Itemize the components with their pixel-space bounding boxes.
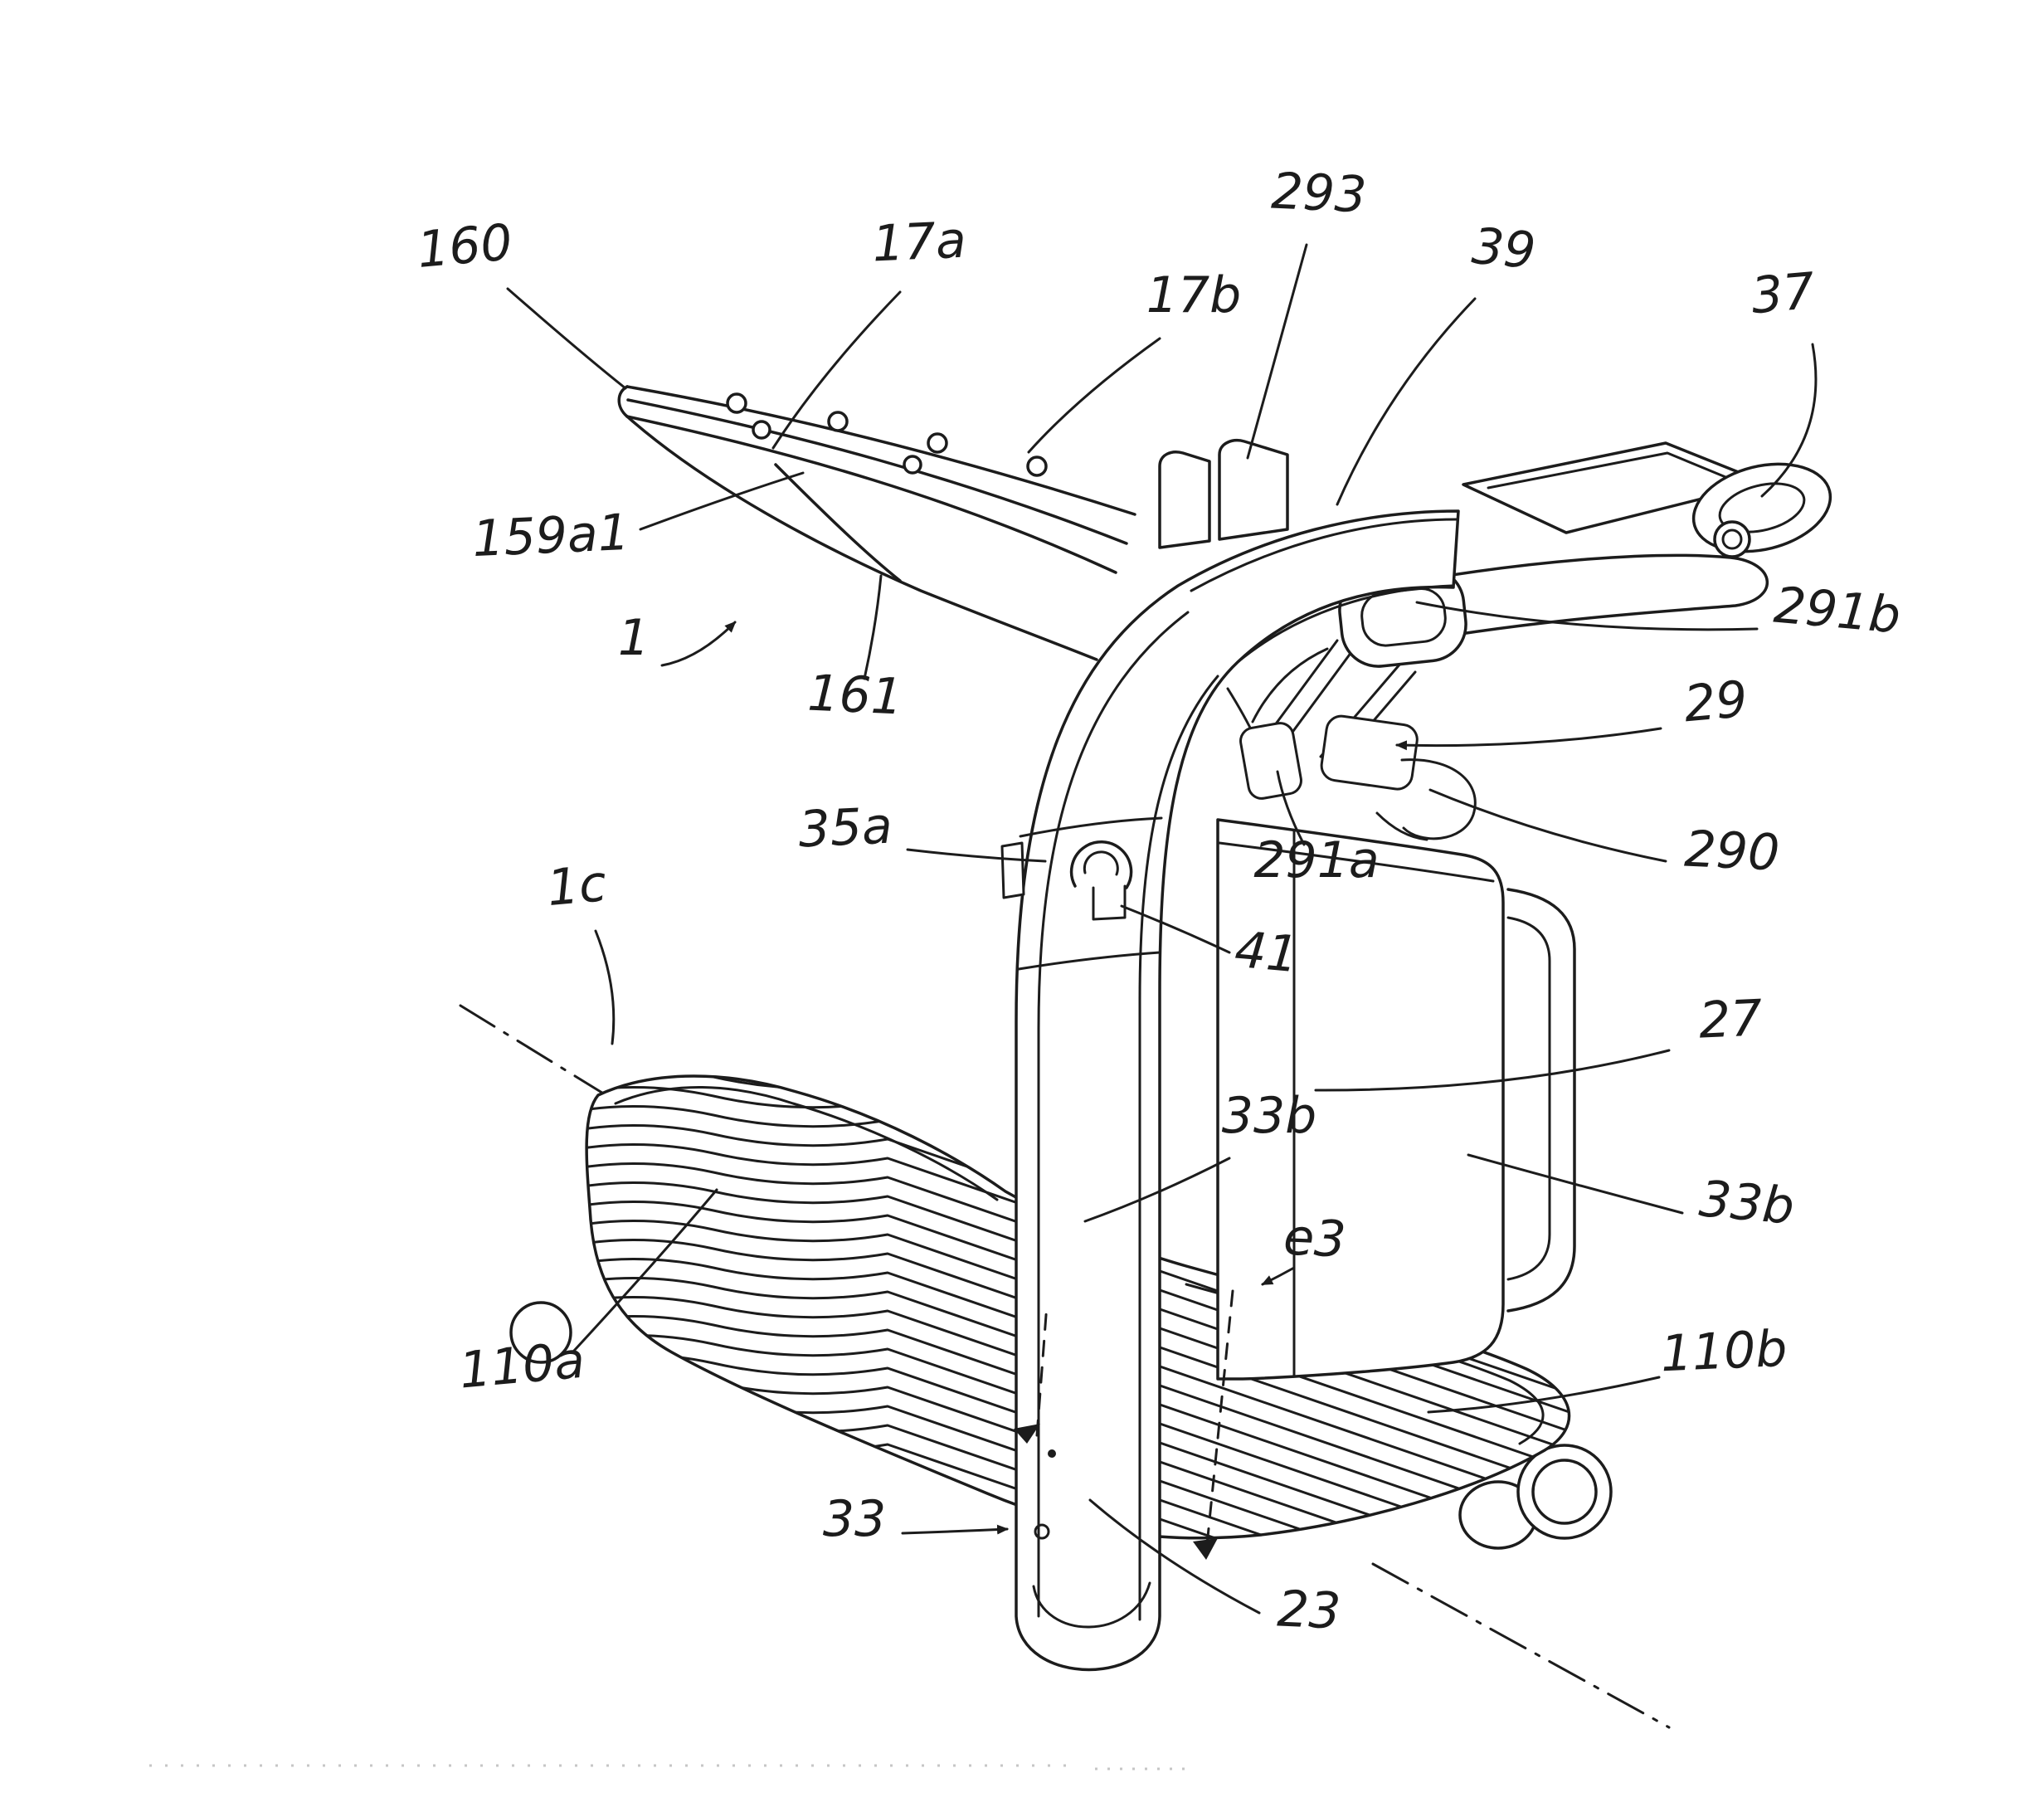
deck-stripe	[586, 1162, 1570, 1430]
ref-37-leader	[1760, 343, 1818, 498]
ref-33b-front: 33b	[1222, 1087, 1316, 1145]
ref-110a: 110a	[457, 1332, 587, 1400]
ref-291b: 291b	[1772, 577, 1903, 645]
ref-33-leader	[901, 1524, 1009, 1535]
ref-17a-leader	[771, 290, 902, 450]
ref-17b-leader	[1027, 337, 1161, 454]
ref-23: 23	[1276, 1580, 1341, 1640]
ref-1c: 1c	[545, 855, 609, 918]
ref-161: 161	[806, 665, 903, 727]
ref-110a-leader	[572, 1188, 718, 1352]
ref-1-leader	[660, 621, 737, 667]
hinge-mechanism	[1226, 639, 1477, 841]
ref-35a-leader	[906, 848, 1047, 863]
hook-35a	[1069, 840, 1133, 889]
ref-110b-leader	[1427, 1376, 1661, 1414]
folding-arm	[617, 385, 1136, 661]
ref-161-leader	[863, 574, 883, 680]
ref-159a1-leader	[639, 471, 805, 531]
latch-41	[1092, 884, 1127, 921]
hinge-hub	[1320, 714, 1419, 791]
ref-33b-front-leader	[1083, 1157, 1231, 1223]
ref-291b-leader	[1415, 601, 1759, 631]
ref-41-leader	[1120, 904, 1231, 954]
ref-39-leader	[1336, 297, 1477, 506]
ref-e3-leader	[1261, 1266, 1296, 1286]
ref-37: 37	[1749, 262, 1817, 325]
deck-stripe	[586, 1123, 1570, 1392]
ref-27: 27	[1697, 989, 1763, 1050]
ref-35a: 35a	[797, 797, 893, 860]
ref-293-leader	[1246, 243, 1308, 460]
mast-outline	[1015, 509, 1460, 1672]
basket-body	[1216, 818, 1505, 1381]
deck-stripe	[586, 1257, 1570, 1526]
ref-293: 293	[1270, 163, 1367, 225]
ref-29-leader	[1395, 727, 1662, 751]
top-flaps	[1158, 439, 1289, 549]
ref-160: 160	[415, 213, 514, 280]
ref-e3: e3	[1282, 1208, 1347, 1269]
ref-33b-side-leader	[1467, 1153, 1684, 1215]
mast-foot	[1032, 1581, 1151, 1629]
arm-underside	[625, 415, 1098, 661]
arm-detent-bumps	[726, 392, 1048, 477]
deck-stripe	[586, 1104, 1570, 1373]
ref-290-leader	[1428, 788, 1667, 863]
ref-110b: 110b	[1659, 1320, 1788, 1384]
ref-1c-leader	[594, 929, 616, 1045]
ref-41: 41	[1233, 921, 1301, 984]
ref-33: 33	[823, 1490, 886, 1548]
ref-17b: 17b	[1146, 266, 1241, 324]
mast-column	[1000, 509, 1460, 1672]
mast-dot	[1048, 1449, 1056, 1458]
front-wheel	[509, 1301, 572, 1364]
deck-stripe	[586, 1181, 1570, 1449]
arm-tip	[617, 385, 629, 418]
ref-160-leader	[506, 287, 627, 390]
ref-1: 1	[618, 609, 650, 667]
deck-stripe	[586, 1238, 1570, 1507]
cargo-basket	[1216, 818, 1576, 1381]
ref-29: 29	[1681, 670, 1750, 733]
ref-291a: 291a	[1253, 831, 1379, 889]
basket-side-frame	[1506, 888, 1576, 1313]
ref-33b-side: 33b	[1697, 1170, 1797, 1236]
deck-stripe	[586, 1200, 1570, 1469]
wheels	[509, 1301, 1613, 1550]
ref-159a1: 159a1	[471, 504, 630, 568]
ref-39: 39	[1470, 217, 1538, 280]
ref-290: 290	[1683, 821, 1780, 883]
reference-labels: 160 17a 17b 293 39 37 159a1 1 161 291b 29 35a 291a 29…	[415, 163, 1903, 1641]
hinge-part-291a	[1239, 722, 1302, 800]
section-marks	[1014, 1289, 1234, 1560]
hinge-bracket-290	[1400, 758, 1477, 840]
ref-17a: 17a	[871, 212, 967, 274]
ref-291a-leader	[1276, 770, 1306, 846]
mast-hole	[1034, 1523, 1050, 1540]
scan-noise-line	[149, 1764, 1186, 1771]
deck-stripe	[586, 1219, 1570, 1488]
deck-stripe	[586, 1142, 1570, 1411]
ref-23-leader	[1088, 1498, 1261, 1615]
ref-27-leader	[1314, 1049, 1671, 1092]
